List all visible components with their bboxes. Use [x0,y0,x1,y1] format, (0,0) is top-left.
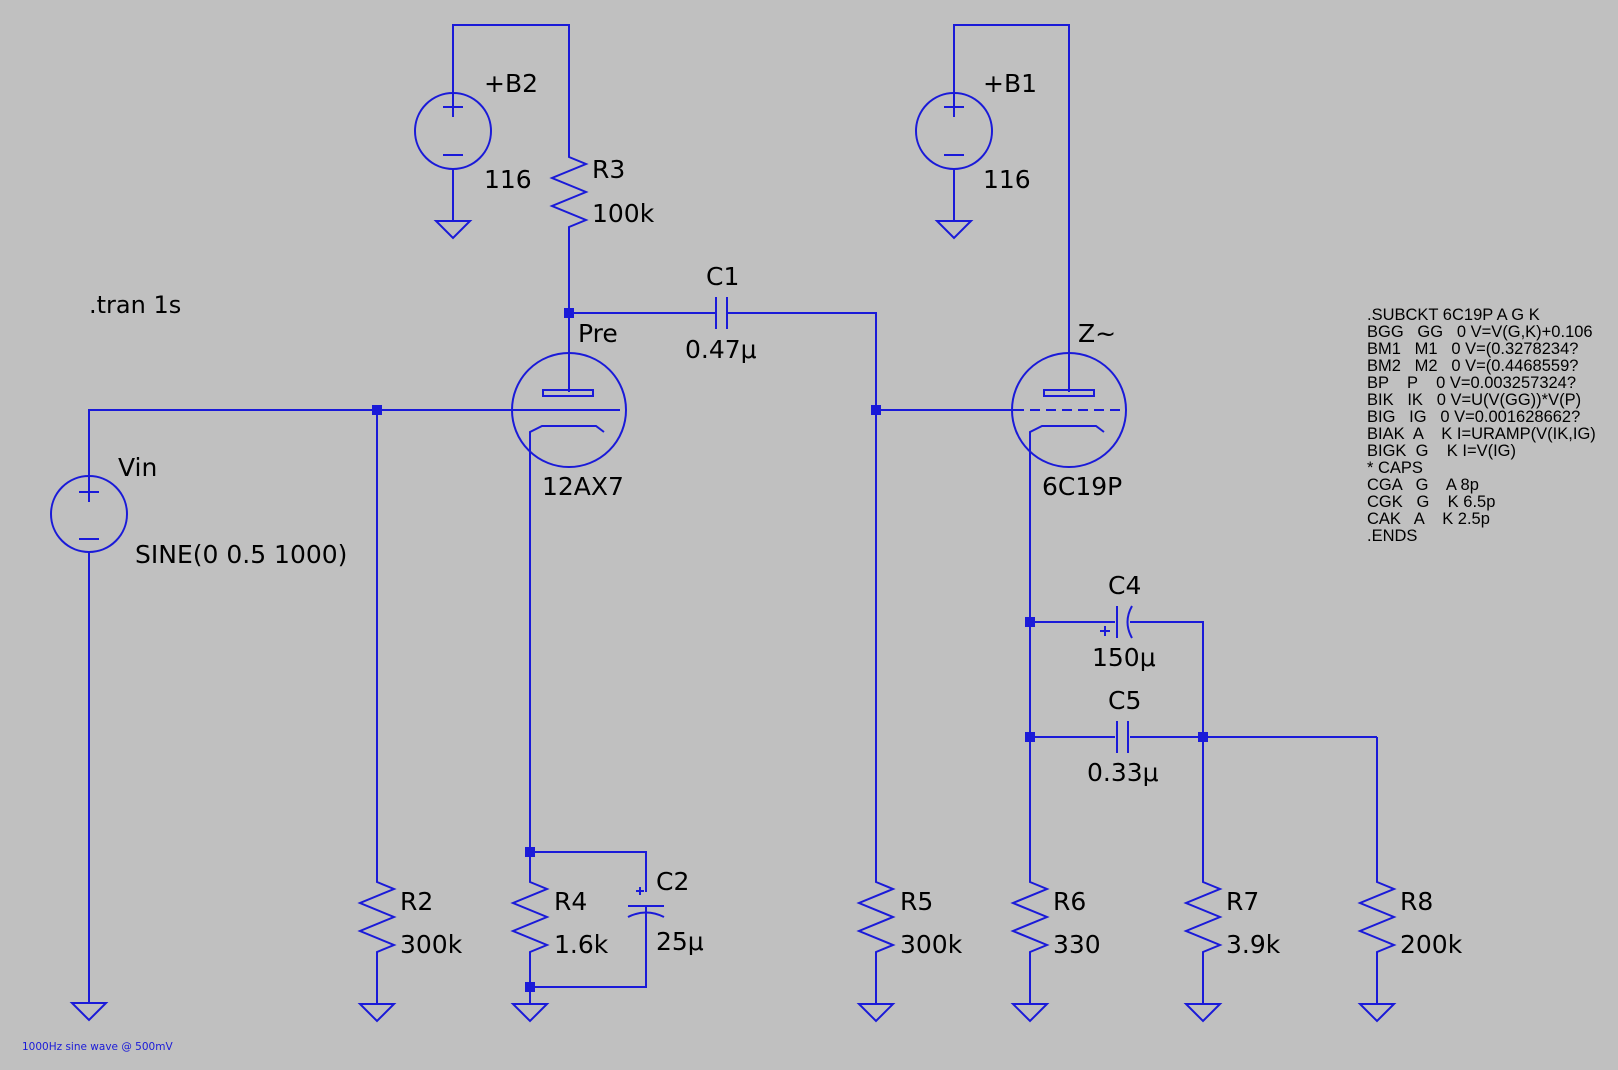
r8-name-label: R8 [1400,887,1433,916]
c5-value-label: 0.33μ [1087,758,1159,787]
resistor-r2[interactable] [357,880,397,966]
ground-symbol [934,217,974,240]
c2-value-label: 25μ [656,927,704,956]
c2-name-label: C2 [656,867,689,896]
voltage-source-b2[interactable] [414,92,492,217]
subckt-line: CAK A K 2.5p [1367,510,1490,528]
junction-dot [1025,732,1035,742]
r6-name-label: R6 [1053,887,1086,916]
resistor-r7[interactable] [1183,880,1223,966]
r7-value-label: 3.9k [1226,930,1281,959]
spice-directive-tran[interactable]: .tran 1s [89,291,181,319]
b1-name-label: +B1 [983,69,1037,98]
junction-dot [871,405,881,415]
r5-value-label: 300k [900,930,963,959]
subckt-line: .ENDS [1367,527,1417,545]
ground-symbols [69,217,1397,1023]
comment-note[interactable]: 1000Hz sine wave @ 500mV [22,1041,173,1053]
net-label-pre: Pre [578,319,618,348]
ground-symbol [433,217,473,240]
resistor-r3[interactable] [549,143,589,229]
subckt-line: BGG GG 0 V=V(G,K)+0.106 [1367,323,1593,341]
net-label-z: Z~ [1078,319,1116,348]
junction-dot [372,405,382,415]
r7-name-label: R7 [1226,887,1259,916]
tube2-name-label: 6C19P [1042,472,1122,501]
subckt-line: BIG IG 0 V=0.001628662? [1367,408,1580,426]
ground-symbol [69,1002,109,1022]
r6-value-label: 330 [1053,930,1101,959]
ground-symbol [357,966,397,1023]
r3-name-label: R3 [592,155,625,184]
r4-name-label: R4 [554,887,587,916]
r4-value-label: 1.6k [554,930,609,959]
capacitor-c2[interactable] [627,887,665,918]
r2-value-label: 300k [400,930,463,959]
subckt-line: BIGK G K I=V(IG) [1367,442,1516,460]
vin-value-label: SINE(0 0.5 1000) [135,540,347,569]
b1-value-label: 116 [983,165,1031,194]
junction-dot [525,847,535,857]
capacitor-c4[interactable] [1100,605,1133,639]
vin-name-label: Vin [118,453,157,482]
subckt-line: BP P 0 V=0.003257324? [1367,374,1576,392]
capacitor-c5[interactable] [1116,721,1129,753]
subckt-line: * CAPS [1367,459,1423,477]
ground-symbol [1010,966,1050,1023]
c4-value-label: 150μ [1092,643,1156,672]
wires [88,24,1378,1003]
r5-name-label: R5 [900,887,933,916]
r3-value-label: 100k [592,199,655,228]
voltage-source-vin[interactable] [50,475,128,553]
ground-symbol [1357,966,1397,1023]
tube-6c19p[interactable] [1011,348,1127,468]
resistor-r8[interactable] [1357,880,1397,966]
resistor-r6[interactable] [1010,880,1050,966]
ground-symbol [1183,966,1223,1023]
junction-dot [564,308,574,318]
tube1-name-label: 12AX7 [542,472,624,501]
subckt-line: BIAK A K I=URAMP(V(IK,IG) [1367,425,1596,443]
ground-symbol [856,966,896,1023]
subckt-line: .SUBCKT 6C19P A G K [1367,306,1540,324]
c1-name-label: C1 [706,262,739,291]
junction-dot [1198,732,1208,742]
subckt-line: BM1 M1 0 V=(0.3278234? [1367,340,1578,358]
c4-name-label: C4 [1108,571,1141,600]
junction-dot [1025,617,1035,627]
subckt-line: CGA G A 8p [1367,476,1479,494]
capacitor-c1[interactable] [712,297,731,329]
subckt-line: BM2 M2 0 V=(0.4468559? [1367,357,1578,375]
b2-name-label: +B2 [484,69,538,98]
resistor-r5[interactable] [856,880,896,966]
b2-value-label: 116 [484,165,532,194]
resistor-r4[interactable] [510,880,550,987]
subckt-directive[interactable]: .SUBCKT 6C19P A G K BGG GG 0 V=V(G,K)+0.… [1367,306,1596,545]
tube-12ax7[interactable] [511,348,627,468]
r2-name-label: R2 [400,887,433,916]
subckt-line: CGK G K 6.5p [1367,493,1495,511]
c1-value-label: 0.47μ [685,335,757,364]
c5-name-label: C5 [1108,686,1141,715]
voltage-source-b1[interactable] [915,92,993,217]
subckt-line: BIK IK 0 V=U(V(GG))*V(P) [1367,391,1581,409]
r8-value-label: 200k [1400,930,1463,959]
ground-symbol [510,987,550,1023]
